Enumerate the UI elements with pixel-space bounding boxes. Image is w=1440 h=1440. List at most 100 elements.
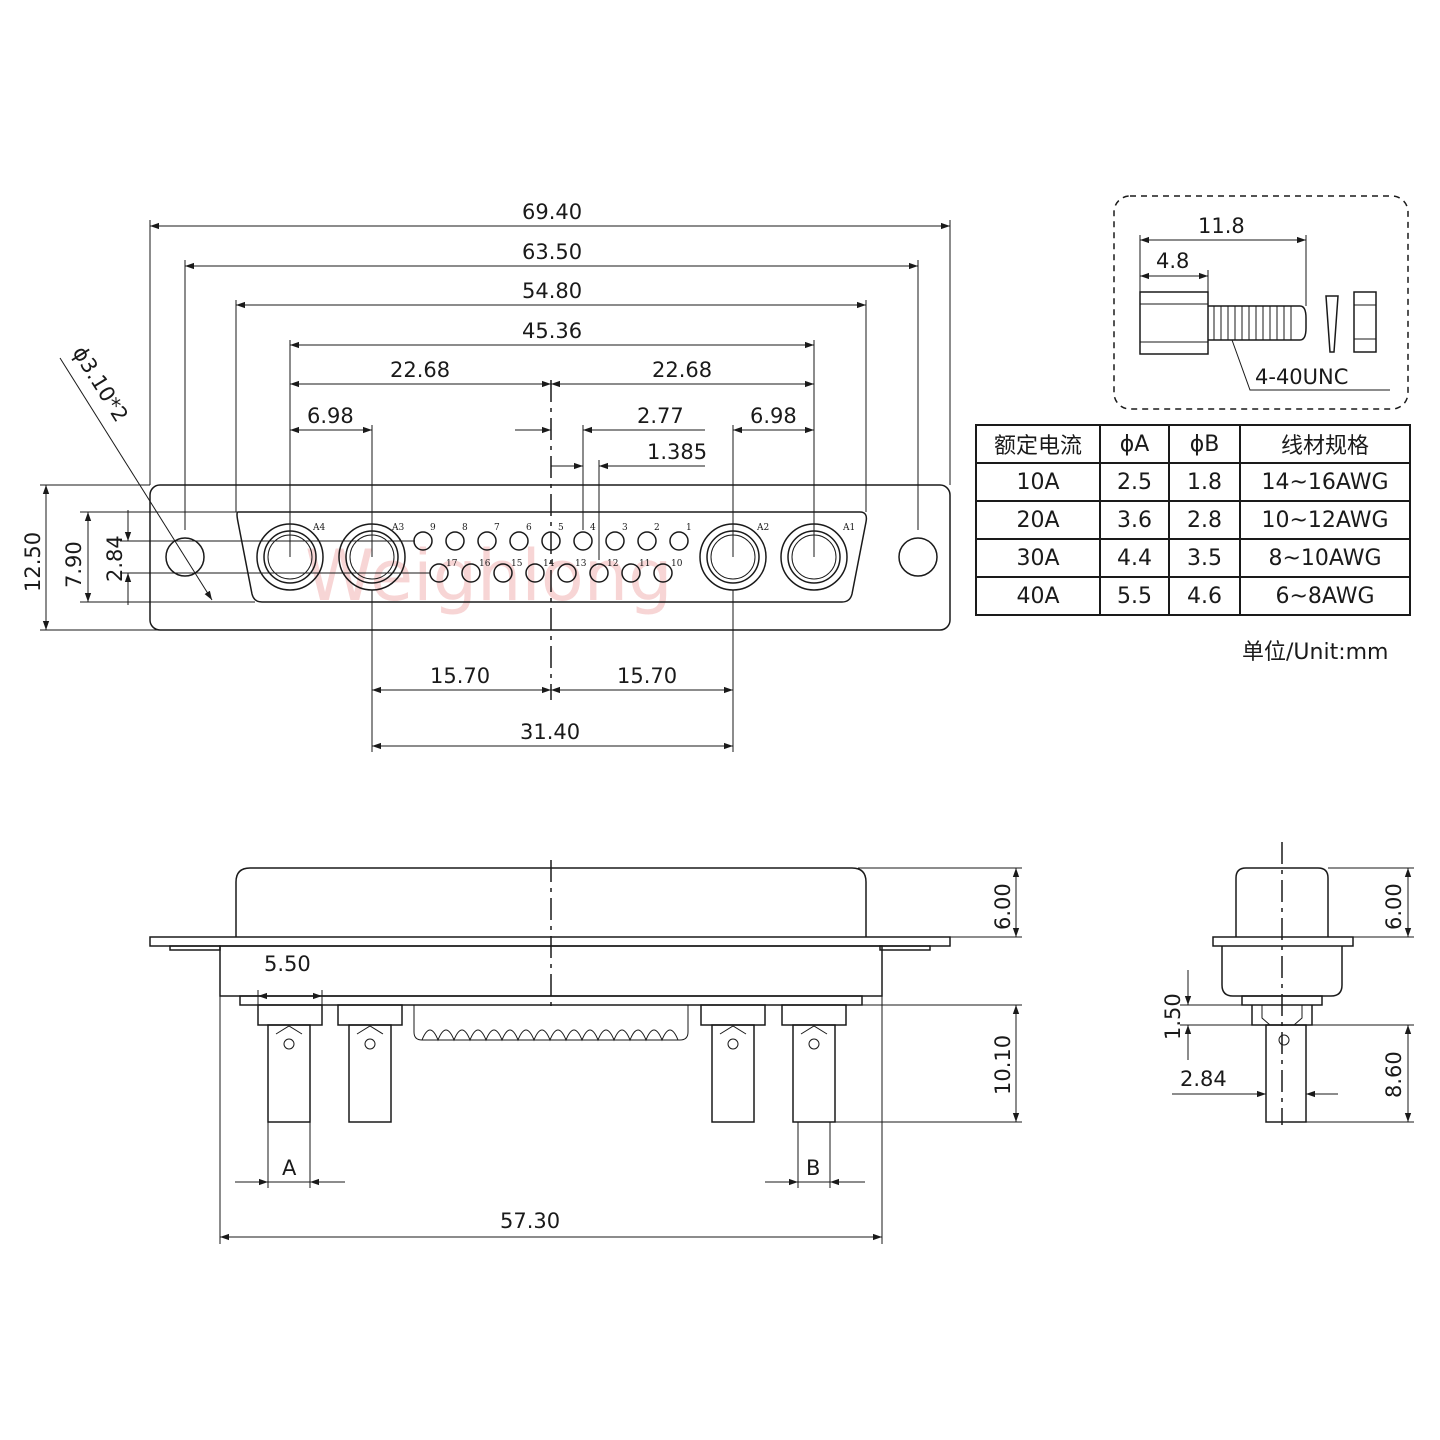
pin-label-11: 11 bbox=[639, 559, 650, 569]
lock-washer bbox=[1325, 295, 1339, 353]
pin-label-8: 8 bbox=[462, 523, 468, 533]
dim-row-gap: 2.84 bbox=[103, 535, 127, 582]
end-dim-pin-length: 8.60 bbox=[1382, 1051, 1406, 1098]
cell-phi-b: 3.5 bbox=[1168, 538, 1241, 578]
screw-hex-body bbox=[1139, 291, 1209, 355]
dim-inner-pair: 31.40 bbox=[520, 720, 580, 744]
end-dim-row-gap: 2.84 bbox=[1180, 1067, 1227, 1091]
header-wire-spec: 线材规格 bbox=[1239, 424, 1411, 464]
pin-label-7: 7 bbox=[494, 523, 500, 533]
pin-label-4: 4 bbox=[590, 523, 596, 533]
cell-phi-a: 3.6 bbox=[1099, 500, 1170, 540]
dim-shell-width: 54.80 bbox=[522, 279, 582, 303]
side-dim-shell-height: 6.00 bbox=[991, 883, 1015, 930]
side-flange-tab-left bbox=[169, 945, 221, 951]
side-flange-tab-right bbox=[879, 945, 931, 951]
pin-label-16: 16 bbox=[479, 559, 491, 569]
screw-hex-length-label: 4.8 bbox=[1156, 249, 1189, 273]
side-coax-pin-3 bbox=[700, 1004, 766, 1123]
pin-row-bottom bbox=[429, 563, 673, 583]
front-extension-lines bbox=[40, 220, 951, 752]
end-shell bbox=[1235, 867, 1329, 937]
hex-nut bbox=[1353, 291, 1377, 353]
pin-label-14: 14 bbox=[543, 559, 555, 569]
side-flange bbox=[149, 936, 951, 947]
coax-label-a4: A4 bbox=[312, 523, 325, 533]
side-coax-pin-4 bbox=[781, 1004, 847, 1123]
cell-current: 20A bbox=[975, 500, 1101, 540]
cell-current: 30A bbox=[975, 538, 1101, 578]
dim-pitch: 2.77 bbox=[637, 404, 684, 428]
side-view: 6.00 10.10 5.50 57.30 A B bbox=[149, 860, 1022, 1244]
screw-detail: 11.8 4.8 4-40UNC bbox=[1113, 195, 1409, 410]
dim-center-left: 15.70 bbox=[430, 664, 490, 688]
cell-phi-a: 5.5 bbox=[1099, 576, 1170, 616]
spec-table-header: 额定电流 ϕA ϕB 线材规格 bbox=[975, 424, 1411, 464]
mount-hole-right bbox=[898, 537, 938, 577]
callout-a: A bbox=[282, 1156, 297, 1180]
coax-label-a2: A2 bbox=[756, 523, 769, 533]
header-phi-b: ϕB bbox=[1168, 424, 1241, 464]
screw-thread-lines bbox=[1213, 306, 1292, 340]
end-flange bbox=[1212, 936, 1354, 947]
dim-height-shell: 7.90 bbox=[62, 541, 86, 588]
dim-half-left: 22.68 bbox=[390, 358, 450, 382]
cell-wire: 14~16AWG bbox=[1239, 462, 1411, 502]
cell-wire: 6~8AWG bbox=[1239, 576, 1411, 616]
table-row: 30A 4.4 3.5 8~10AWG bbox=[975, 538, 1411, 578]
dim-right-pair: 6.98 bbox=[750, 404, 797, 428]
screw-thread-label: 4-40UNC bbox=[1255, 365, 1348, 389]
dim-overall-width: 69.40 bbox=[522, 200, 582, 224]
side-dim-pin-spacing: 5.50 bbox=[264, 952, 311, 976]
end-dim-shell-height: 6.00 bbox=[1382, 883, 1406, 930]
unit-note: 单位/Unit:mm bbox=[1242, 640, 1389, 665]
screw-detail-frame bbox=[1113, 195, 1409, 410]
side-coax-pin-1 bbox=[257, 1004, 323, 1123]
cell-current: 40A bbox=[975, 576, 1101, 616]
cell-phi-a: 4.4 bbox=[1099, 538, 1170, 578]
table-row: 10A 2.5 1.8 14~16AWG bbox=[975, 462, 1411, 502]
dim-height-total: 12.50 bbox=[21, 532, 45, 592]
pin-label-15: 15 bbox=[511, 559, 523, 569]
table-row: 20A 3.6 2.8 10~12AWG bbox=[975, 500, 1411, 540]
cell-wire: 10~12AWG bbox=[1239, 500, 1411, 540]
cell-current: 10A bbox=[975, 462, 1101, 502]
dim-half-pitch: 1.385 bbox=[647, 440, 707, 464]
dim-hole-diameter: ϕ3.10*2 bbox=[68, 342, 133, 426]
screw-thread bbox=[1208, 305, 1307, 341]
cell-phi-b: 2.8 bbox=[1168, 500, 1241, 540]
spec-table: 额定电流 ϕA ϕB 线材规格 10A 2.5 1.8 14~16AWG 20A… bbox=[975, 424, 1411, 616]
pin-label-6: 6 bbox=[526, 523, 532, 533]
side-signal-pins bbox=[413, 1005, 689, 1042]
pin-label-9: 9 bbox=[430, 523, 436, 533]
header-phi-a: ϕA bbox=[1099, 424, 1170, 464]
cell-phi-a: 2.5 bbox=[1099, 462, 1170, 502]
side-dim-overall-width: 57.30 bbox=[500, 1209, 560, 1233]
coax-label-a1: A1 bbox=[842, 523, 855, 533]
screw-length-label: 11.8 bbox=[1198, 214, 1245, 238]
end-dimension-lines bbox=[1172, 867, 1414, 1123]
dim-half-right: 22.68 bbox=[652, 358, 712, 382]
front-dimension-lines bbox=[42, 222, 950, 750]
pin-label-3: 3 bbox=[622, 523, 628, 533]
side-coax-pin-2 bbox=[337, 1004, 403, 1123]
dim-outer-pins: 45.36 bbox=[522, 319, 582, 343]
dim-mount-spacing: 63.50 bbox=[522, 240, 582, 264]
header-rated-current: 额定电流 bbox=[975, 424, 1101, 464]
pin-label-10: 10 bbox=[671, 559, 683, 569]
pin-label-13: 13 bbox=[575, 559, 587, 569]
pin-label-17: 17 bbox=[446, 559, 458, 569]
callout-b: B bbox=[806, 1156, 820, 1180]
cell-phi-b: 1.8 bbox=[1168, 462, 1241, 502]
end-pin bbox=[1265, 1024, 1307, 1123]
cell-phi-b: 4.6 bbox=[1168, 576, 1241, 616]
front-d-shell bbox=[236, 511, 868, 603]
pin-label-1: 1 bbox=[686, 523, 692, 533]
pin-label-12: 12 bbox=[607, 559, 618, 569]
side-dim-pin-length: 10.10 bbox=[991, 1035, 1015, 1095]
coax-label-a3: A3 bbox=[391, 523, 404, 533]
front-flange bbox=[149, 484, 951, 631]
front-view: A4 A3 A2 A1 9 8 7 6 5 4 3 2 1 17 16 15 1… bbox=[21, 200, 951, 752]
cell-wire: 8~10AWG bbox=[1239, 538, 1411, 578]
